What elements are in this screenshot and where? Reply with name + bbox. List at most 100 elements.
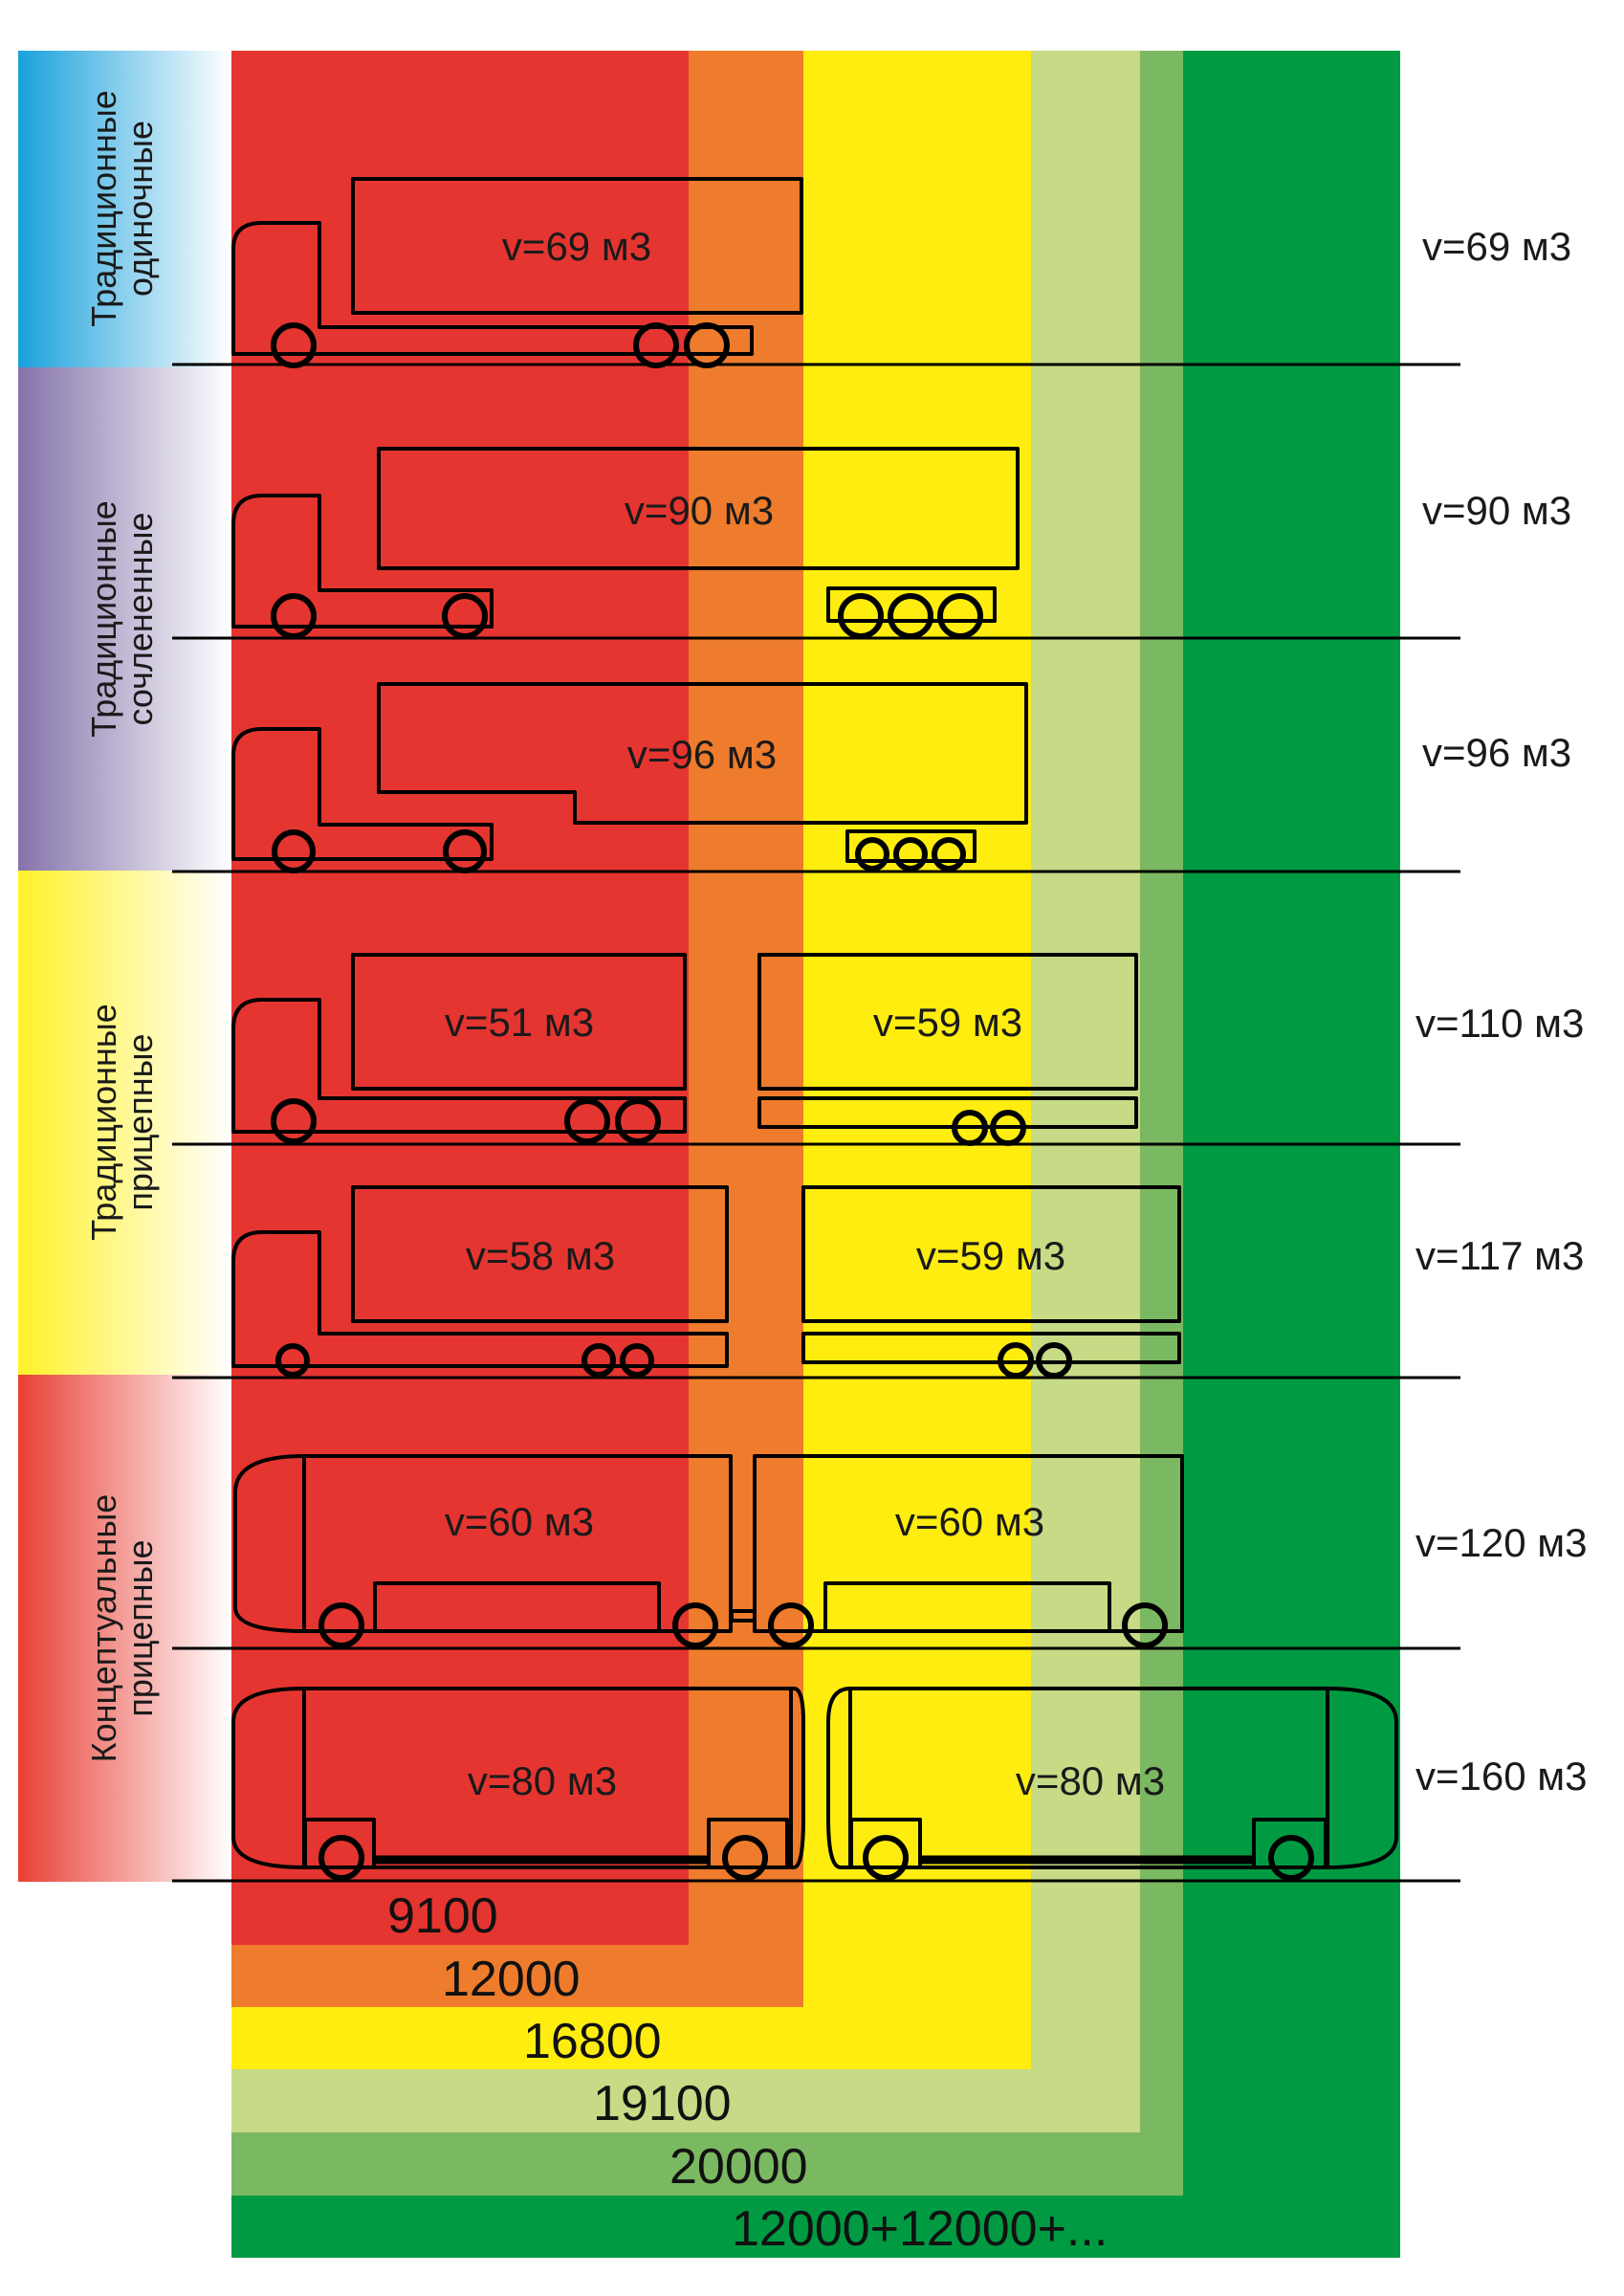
truck-cab [231,221,754,356]
tractor-cab [231,494,494,629]
truck-cargo-body [351,953,687,1091]
wheel [443,829,487,873]
trailer-bogie [826,586,997,623]
trailer-chassis [757,1096,1138,1129]
cargo-volume-label: v=69 м3 [502,224,651,269]
wheel [1122,1602,1168,1648]
wheel [633,322,679,368]
truck-cab [231,1230,729,1368]
trailer-side-skirt [823,1581,1111,1633]
wheel [442,593,488,639]
total-volume-label: v=117 м3 [1416,1233,1584,1278]
truck-volume-label: v=58 м3 [466,1233,615,1278]
trailer-body [826,1687,1398,1869]
group-label-concept-line1: Концептуальные [84,1494,123,1763]
length-label-12000: 12000 [442,1952,581,2007]
truck-side-skirt [373,1581,661,1633]
trailer-cargo-body [801,1185,1181,1323]
group-label-trailer-line1: Традиционные [84,1004,123,1241]
trailer-volume-label: v=80 м3 [1016,1758,1165,1803]
vehicle-road-train-110: v=51 м3 v=59 м3 [231,953,1138,1146]
total-volume-label: v=160 м3 [1416,1754,1588,1799]
wheel [318,1602,364,1648]
ground-lines [172,363,1460,1883]
wheel [722,1835,768,1881]
wheel [318,1835,364,1881]
group-label-articulated-line1: Традиционные [84,500,123,738]
vehicle-concept-160: v=80 м3 v=80 м3 [231,1687,1398,1881]
group-label-articulated-line2: сочлененные [121,513,160,726]
group-band-concept [18,1375,231,1882]
total-volume-label: v=120 м3 [1416,1520,1588,1565]
wheel [855,837,889,872]
wheel [998,1342,1034,1379]
wheel [582,1343,616,1378]
trailer-chassis [801,1332,1181,1364]
truck-volume-label: v=80 м3 [468,1758,617,1803]
group-band-single [18,51,231,367]
trailer-volume-label: v=60 м3 [895,1499,1044,1544]
wheel [615,1098,661,1144]
total-volume-label: v=96 м3 [1422,730,1571,775]
wheel [838,593,884,639]
wheel [275,1343,310,1378]
truck-cargo-body [351,1185,729,1323]
wheel [272,829,316,873]
wheel [863,1835,909,1881]
trailer-cargo-body [757,953,1138,1091]
group-band-trailer [18,871,231,1375]
wheel [620,1343,654,1378]
length-label-20000: 20000 [669,2139,808,2195]
wheel [952,1110,988,1146]
trailer-rear-wheel-box [1252,1818,1328,1869]
semitrailer-body [377,447,1020,570]
wheel [271,1098,317,1144]
wheel [932,837,966,872]
group-label-concept: Концептуальные прицепные [84,1494,160,1763]
total-volume-label: v=69 м3 [1422,224,1571,269]
group-label-trailer-line2: прицепные [121,1033,160,1210]
cargo-volume-label: v=96 м3 [627,732,777,777]
total-volume-labels: v=69 м3 v=90 м3 v=96 м3 v=110 м3 v=117 м… [1416,224,1588,1799]
length-label-multi: 12000+12000+... [732,2201,1108,2257]
tractor-cab [231,727,494,861]
wheel [1268,1835,1314,1881]
length-label-9100: 9100 [387,1888,498,1944]
wheel [888,593,933,639]
truck-volume-label: v=60 м3 [445,1499,594,1544]
truck-cab [231,998,687,1134]
group-label-single-line1: Традиционные [84,90,123,327]
trailer-volume-label: v=59 м3 [916,1233,1065,1278]
wheel [271,593,317,639]
truck-front-wheel-box [303,1818,376,1869]
cargo-volume-label: v=90 м3 [625,488,774,533]
wheel [990,1110,1026,1146]
wheel [564,1098,610,1144]
trailer-volume-label: v=59 м3 [873,1000,1022,1045]
trailer-bogie [845,829,977,863]
cargo-body [351,177,803,315]
wheel [937,593,983,639]
group-label-single: Традиционные одиночные [84,90,160,327]
wheel [768,1602,814,1648]
wheel [672,1602,718,1648]
semitrailer-body [377,682,1028,825]
group-bands: Традиционные одиночные Традиционные сочл… [18,51,231,1882]
wheel [271,322,317,368]
group-band-articulated [18,367,231,871]
length-labels: 9100 12000 16800 19100 20000 12000+12000… [387,1888,1108,2257]
truck-rear-wheel-box [707,1818,789,1869]
group-label-trailer: Традиционные прицепные [84,1004,160,1241]
total-volume-label: v=90 м3 [1422,488,1571,533]
group-label-single-line2: одиночные [121,121,160,297]
vehicle-single-rigid: v=69 м3 [231,177,803,368]
total-volume-label: v=110 м3 [1416,1001,1584,1046]
vehicle-concept-120: v=60 м3 v=60 м3 [233,1454,1184,1648]
vehicle-road-train-117: v=58 м3 v=59 м3 [231,1185,1181,1379]
wheel [1036,1342,1072,1379]
truck-body [233,1454,733,1633]
length-label-19100: 19100 [593,2076,732,2131]
vehicle-articulated-96: v=96 м3 [231,682,1028,873]
trailer-front-wheel-box [849,1818,922,1869]
